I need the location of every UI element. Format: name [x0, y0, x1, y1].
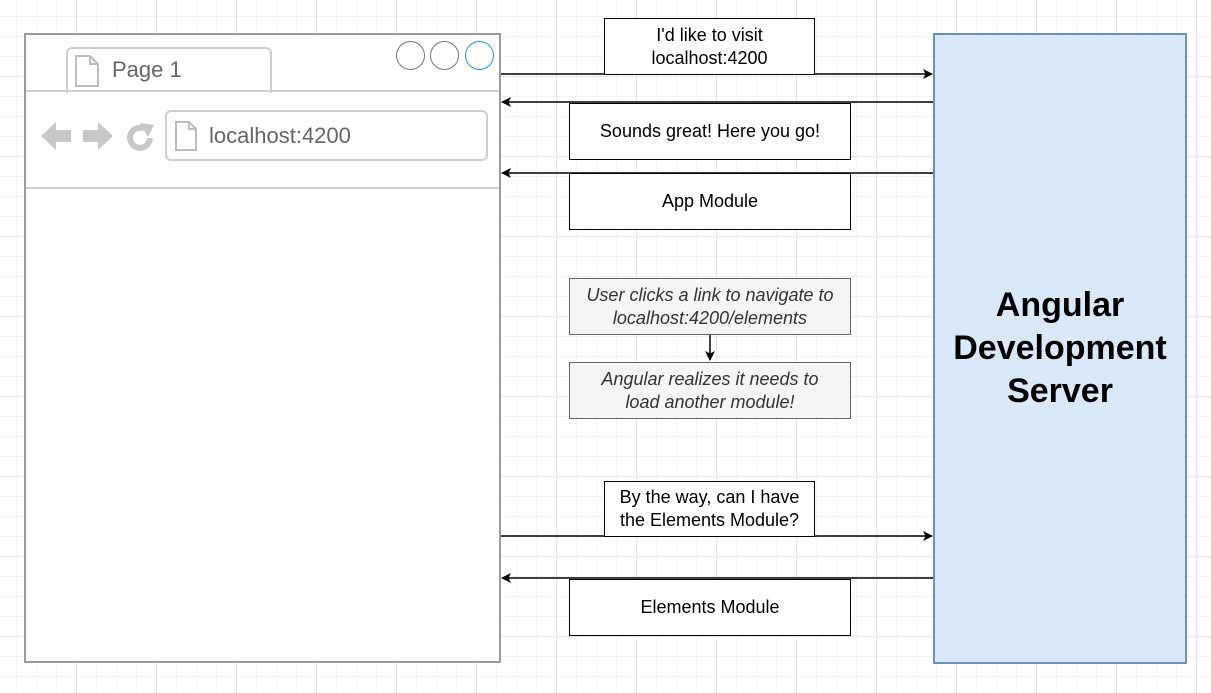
angular-development-server: Angular Development Server	[933, 33, 1187, 664]
message-sounds-great: Sounds great! Here you go!	[569, 103, 851, 160]
address-bar-url: localhost:4200	[209, 123, 351, 148]
window-button-minimize[interactable]	[396, 41, 425, 70]
back-arrow-icon[interactable]	[39, 119, 73, 153]
note-user-clicks: User clicks a link to navigate to localh…	[569, 278, 851, 335]
message-app-module: App Module	[569, 173, 851, 230]
browser-window: Page 1 localhost:4200	[24, 33, 501, 663]
message-request-elements: By the way, can I have the Elements Modu…	[604, 481, 815, 537]
message-elements-module: Elements Module	[569, 579, 851, 636]
window-button-close[interactable]	[465, 41, 494, 70]
address-bar[interactable]	[165, 110, 488, 161]
note-angular-realizes: Angular realizes it needs to load anothe…	[569, 362, 851, 419]
window-button-maximize[interactable]	[430, 41, 459, 70]
tab-title: Page 1	[112, 57, 182, 82]
forward-arrow-icon[interactable]	[81, 119, 115, 153]
browser-tab[interactable]	[66, 47, 272, 93]
server-label: Angular Development Server	[953, 286, 1167, 410]
tab-divider	[26, 90, 499, 92]
page-icon	[75, 55, 99, 87]
message-request-visit: I'd like to visit localhost:4200	[604, 18, 815, 75]
toolbar-divider	[26, 187, 499, 189]
url-page-icon	[175, 121, 197, 151]
refresh-icon[interactable]	[124, 121, 156, 153]
